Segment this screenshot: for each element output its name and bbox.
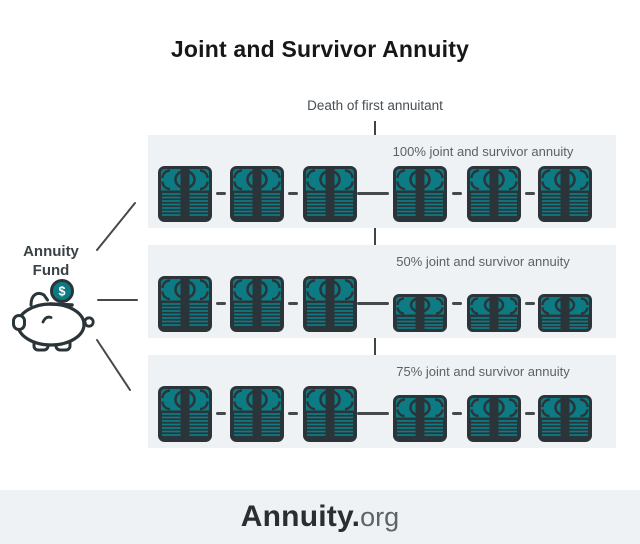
money-stack-icon <box>393 294 447 332</box>
money-stack-icon <box>158 166 212 222</box>
money-stack-icon <box>303 166 357 222</box>
fund-label: Annuity Fund <box>5 242 97 280</box>
divider-crossing-dash <box>357 302 389 305</box>
money-stack-icon <box>393 395 447 442</box>
money-stack-icon <box>230 276 284 332</box>
divider-label: Death of first annuitant <box>307 98 443 113</box>
coin-dollar-sign: $ <box>59 285 66 299</box>
dash-connector <box>452 302 462 305</box>
footer-brand-bar: Annuity.org <box>0 490 640 544</box>
dash-connector <box>525 412 535 415</box>
fund-connector-lines <box>96 202 138 391</box>
money-stack-icon <box>467 166 521 222</box>
divider-crossing-dash <box>357 192 389 195</box>
money-stack-icon <box>230 166 284 222</box>
money-stack-icon <box>467 294 521 332</box>
dash-connector <box>216 302 226 305</box>
money-stack-icon <box>467 395 521 442</box>
money-stack-icon <box>230 386 284 442</box>
dash-connector <box>452 412 462 415</box>
dash-connector <box>288 412 298 415</box>
fund-label-line1: Annuity <box>23 243 79 260</box>
money-stack-icon <box>538 395 592 442</box>
row-100-label: 100% joint and survivor annuity <box>392 144 574 159</box>
dash-connector <box>216 192 226 195</box>
money-stack-icon <box>393 166 447 222</box>
money-stack-icon <box>158 276 212 332</box>
piggy-eye <box>41 315 53 324</box>
dash-connector <box>288 302 298 305</box>
connector-line-top <box>96 202 136 251</box>
dash-connector <box>525 302 535 305</box>
money-stack-icon <box>538 294 592 332</box>
fund-label-line2: Fund <box>32 262 70 279</box>
dash-connector <box>216 412 226 415</box>
dash-connector <box>452 192 462 195</box>
row-75-panel: 75% joint and survivor annuity <box>148 355 616 448</box>
money-stack-icon <box>303 386 357 442</box>
divider-crossing-dash <box>357 412 389 415</box>
coin-slot <box>48 302 74 307</box>
piggy-bank-icon: $ <box>12 279 95 352</box>
page-title: Joint and Survivor Annuity <box>170 36 470 62</box>
dash-connector <box>288 192 298 195</box>
money-stack-icon <box>158 386 212 442</box>
dash-connector <box>525 192 535 195</box>
footer-brand-name: Annuity. <box>240 500 361 533</box>
footer-brand-tld: org <box>360 501 400 532</box>
row-100-panel: 100% joint and survivor annuity <box>148 135 616 228</box>
row-50-label: 50% joint and survivor annuity <box>396 254 570 269</box>
dollar-coin-icon: $ <box>50 279 74 303</box>
row-50-panel: 50% joint and survivor annuity <box>148 245 616 338</box>
row-75-label: 75% joint and survivor annuity <box>396 364 570 379</box>
connector-line-bottom <box>96 339 131 391</box>
money-stack-icon <box>538 166 592 222</box>
money-stack-icon <box>303 276 357 332</box>
